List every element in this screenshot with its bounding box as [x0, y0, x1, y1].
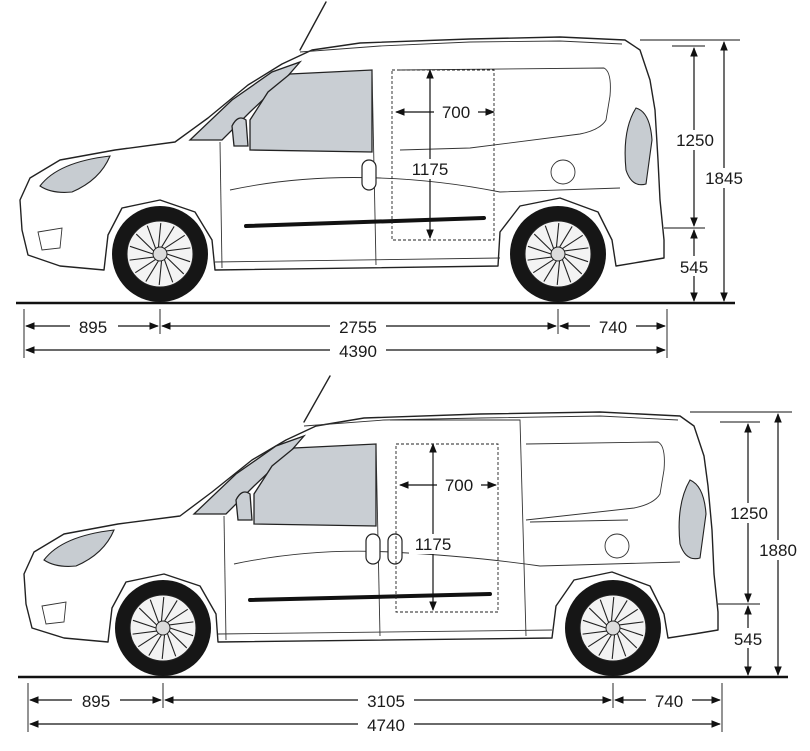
cargo-width-label: 700 — [442, 103, 470, 122]
side-moulding — [244, 216, 486, 228]
sliding-door-handle — [387, 533, 403, 565]
mirror — [235, 491, 253, 521]
load-height-label: 545 — [680, 258, 708, 277]
cargo-area — [395, 443, 499, 613]
van-long — [23, 375, 719, 643]
fuel-cap — [604, 533, 630, 559]
dimensions-short: 895 2755 740 4390 1250 545 1845 700 1175 — [16, 39, 750, 361]
front-wheel — [115, 580, 211, 676]
rear-wheel — [565, 580, 661, 676]
antenna — [299, 1, 327, 51]
overall-height-label: 1880 — [759, 541, 797, 560]
antenna — [303, 375, 331, 423]
van-short-body — [19, 36, 665, 271]
cargo-height-label: 1175 — [415, 535, 452, 554]
rear-wheel — [510, 206, 606, 302]
windscreen — [192, 434, 307, 515]
front-overhang-label: 895 — [79, 318, 107, 337]
door-handle — [361, 159, 377, 191]
tail-light — [624, 107, 653, 186]
dimensions-long: 895 3105 740 4740 1250 545 1880 700 1175 — [18, 411, 802, 735]
side-window-front — [253, 443, 377, 527]
overall-length-label: 4390 — [339, 342, 377, 361]
fog-light — [41, 601, 67, 625]
rear-overhang-label: 740 — [599, 318, 627, 337]
rear-overhang-label: 740 — [655, 692, 683, 711]
mirror — [231, 117, 249, 147]
headlight — [39, 155, 111, 193]
tail-light — [678, 479, 707, 560]
side-moulding — [248, 592, 492, 602]
side-window-front — [249, 69, 373, 153]
cargo-width-label: 700 — [445, 476, 473, 495]
load-height-label: 545 — [734, 630, 762, 649]
cargo-area — [391, 69, 495, 241]
wheelbase-label: 2755 — [339, 318, 377, 337]
roof-height-label: 1250 — [730, 504, 768, 523]
overall-height-label: 1845 — [705, 169, 743, 188]
overall-length-label: 4740 — [367, 716, 405, 735]
van-short — [19, 1, 665, 271]
front-wheel — [112, 206, 208, 302]
windscreen — [188, 60, 303, 141]
fuel-cap — [550, 159, 576, 185]
van-long-body — [23, 411, 719, 643]
door-handle — [365, 533, 381, 565]
roof-height-label: 1250 — [676, 131, 714, 150]
front-overhang-label: 895 — [82, 692, 110, 711]
cargo-height-label: 1175 — [412, 160, 449, 179]
wheelbase-label: 3105 — [367, 692, 405, 711]
fog-light — [37, 227, 63, 251]
headlight — [43, 529, 115, 567]
wheels — [112, 206, 661, 676]
